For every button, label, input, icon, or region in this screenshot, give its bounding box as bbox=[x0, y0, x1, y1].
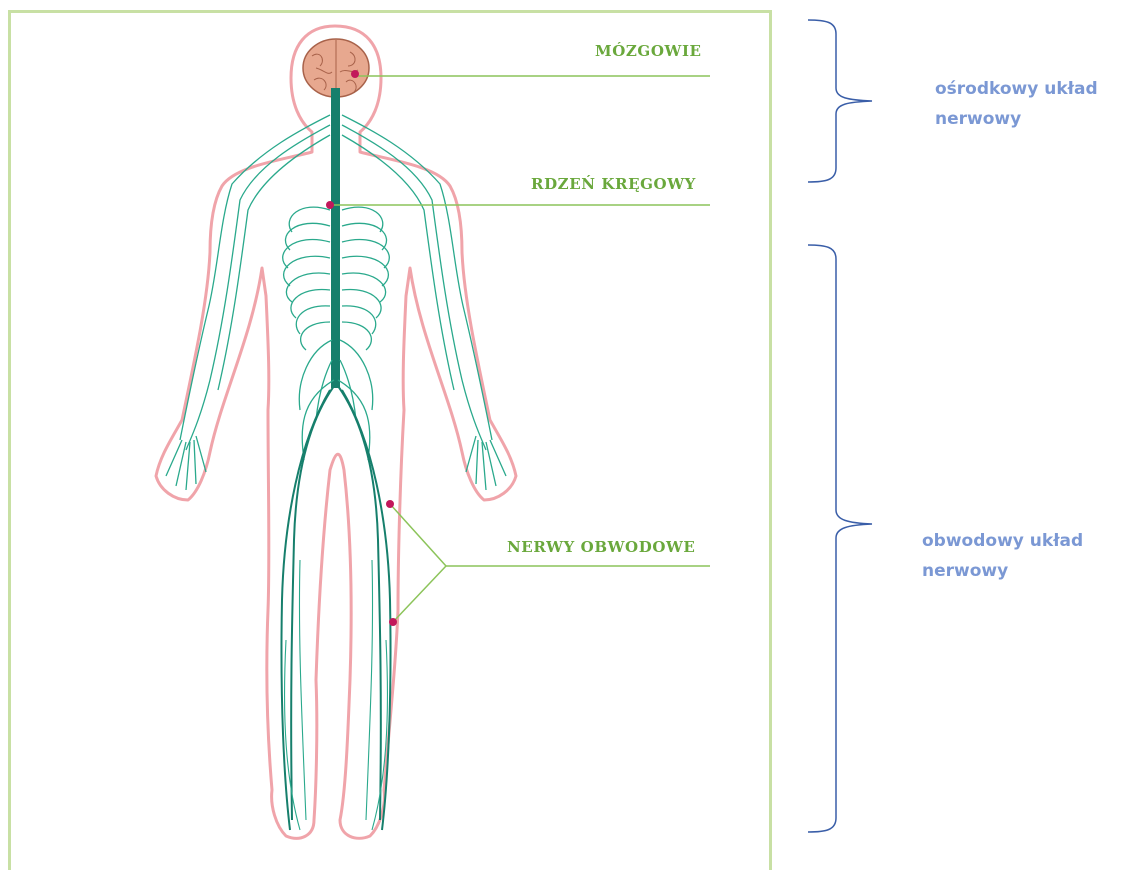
central-line-2: nerwowy bbox=[935, 104, 1098, 134]
central-line-1: ośrodkowy układ bbox=[935, 74, 1098, 104]
brain-marker bbox=[351, 70, 359, 78]
spinal-cord-marker bbox=[326, 201, 334, 209]
peripheral-marker-lower bbox=[389, 618, 397, 626]
leg-nerves bbox=[281, 386, 390, 830]
peripheral-nervous-system-label: obwodowy układ nerwowy bbox=[922, 526, 1083, 586]
spinal-cord bbox=[331, 88, 340, 388]
spinal-cord-label: RDZEŃ KRĘGOWY bbox=[531, 175, 696, 193]
central-nervous-system-label: ośrodkowy układ nerwowy bbox=[935, 74, 1098, 134]
peripheral-line-1: obwodowy układ bbox=[922, 526, 1083, 556]
braces bbox=[808, 20, 872, 832]
peripheral-marker-upper bbox=[386, 500, 394, 508]
peripheral-leader-lower bbox=[393, 566, 446, 622]
peripheral-line-2: nerwowy bbox=[922, 556, 1083, 586]
peripheral-nerves-label: NERWY OBWODOWE bbox=[507, 538, 695, 556]
peripheral-brace bbox=[808, 245, 872, 832]
brain-label: MÓZGOWIE bbox=[595, 42, 702, 60]
central-brace bbox=[808, 20, 872, 182]
